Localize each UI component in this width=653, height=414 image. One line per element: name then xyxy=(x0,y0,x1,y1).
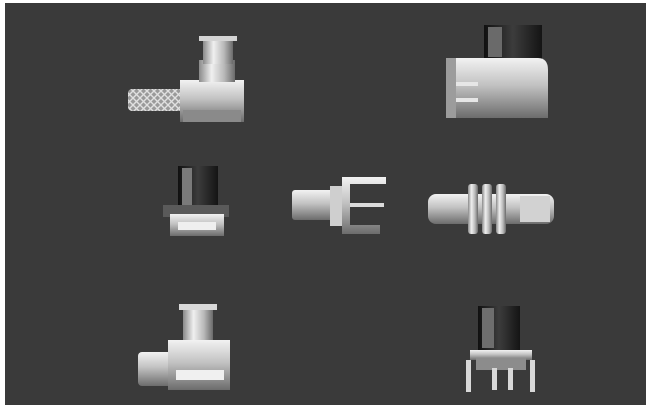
smd-vertical-jack xyxy=(163,166,229,236)
right-angle-cable-jack xyxy=(138,304,230,390)
right-angle-pcb-jack xyxy=(446,25,548,118)
right-angle-crimp-connector xyxy=(128,36,244,122)
vertical-pcb-jack xyxy=(466,306,535,392)
in-series-adapter xyxy=(428,184,554,234)
straight-pcb-jack xyxy=(292,177,386,234)
